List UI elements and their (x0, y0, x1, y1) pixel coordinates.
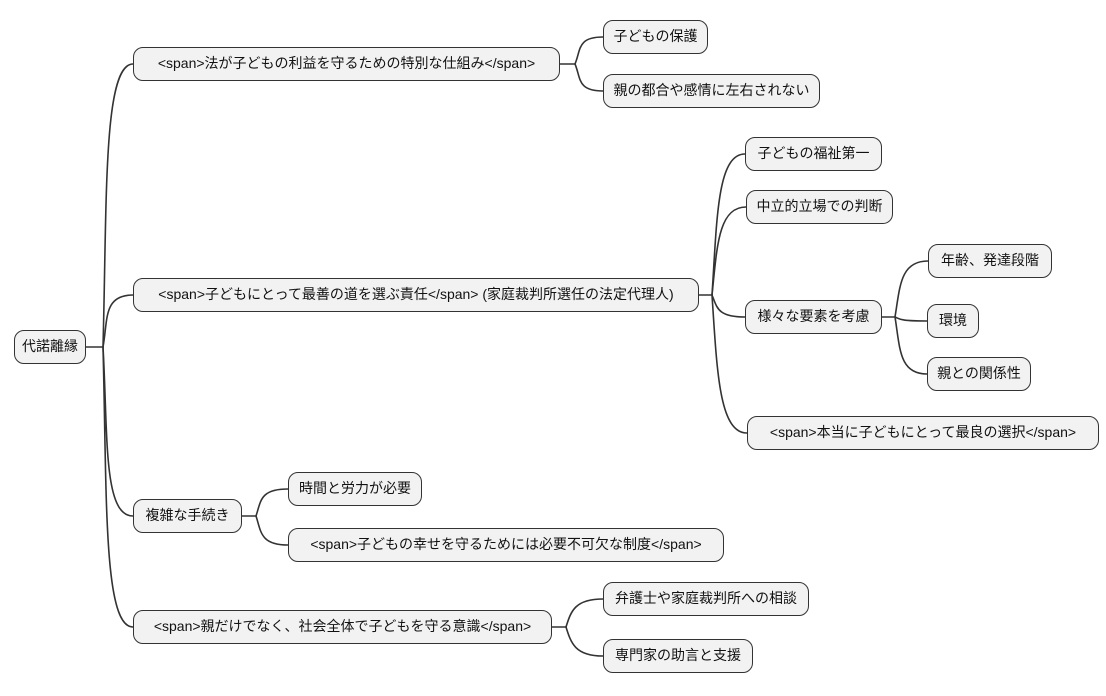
edge-branch-1-child-2 (574, 63, 604, 92)
edge-branch-3-child-1 (255, 488, 289, 517)
node-branch-2-child-2: 中立的立場での判断 (746, 190, 893, 224)
node-root: 代諾離縁 (14, 330, 86, 364)
edge-factors-child-1 (894, 260, 929, 318)
edge-root-branch-4 (102, 346, 134, 628)
edge-root-branch-1 (102, 63, 134, 348)
edge-branch-2-child-1 (711, 153, 746, 296)
node-branch-2-child-3: 様々な要素を考慮 (745, 300, 882, 334)
node-branch-1-child-2: 親の都合や感情に左右されない (603, 74, 820, 108)
node-branch-2: <span>子どもにとって最善の道を選ぶ責任</span> (家庭裁判所選任の法… (133, 278, 699, 312)
node-branch-3: 複雑な手続き (133, 499, 242, 533)
node-branch-1: <span>法が子どもの利益を守るための特別な仕組み</span> (133, 47, 560, 81)
edge-branch-2-child-4 (711, 294, 748, 434)
edge-factors-child-2 (894, 316, 928, 322)
edge-branch-4-child-1 (565, 598, 604, 628)
node-branch-4-child-2: 専門家の助言と支援 (603, 639, 753, 673)
edge-branch-4-child-2 (565, 626, 604, 657)
edge-branch-3-child-2 (255, 515, 289, 546)
node-branch-4-child-1: 弁護士や家庭裁判所への相談 (603, 582, 809, 616)
edge-branch-2-child-2 (711, 206, 747, 296)
edge-branch-2-child-3 (711, 294, 746, 318)
edge-branch-1-child-1 (574, 36, 604, 65)
node-branch-2-child-1: 子どもの福祉第一 (745, 137, 882, 171)
node-factors-grandchild-2: 環境 (927, 304, 979, 338)
node-branch-3-child-1: 時間と労力が必要 (288, 472, 422, 506)
node-factors-grandchild-1: 年齢、発達段階 (928, 244, 1052, 278)
edge-factors-child-3 (894, 316, 928, 375)
node-factors-grandchild-3: 親との関係性 (927, 357, 1031, 391)
edge-root-branch-2 (102, 294, 134, 348)
node-branch-1-child-1: 子どもの保護 (603, 20, 708, 54)
node-branch-4: <span>親だけでなく、社会全体で子どもを守る意識</span> (133, 610, 552, 644)
edge-root-branch-3 (102, 346, 134, 517)
node-branch-2-child-4: <span>本当に子どもにとって最良の選択</span> (747, 416, 1099, 450)
node-branch-3-child-2: <span>子どもの幸せを守るためには必要不可欠な制度</span> (288, 528, 724, 562)
